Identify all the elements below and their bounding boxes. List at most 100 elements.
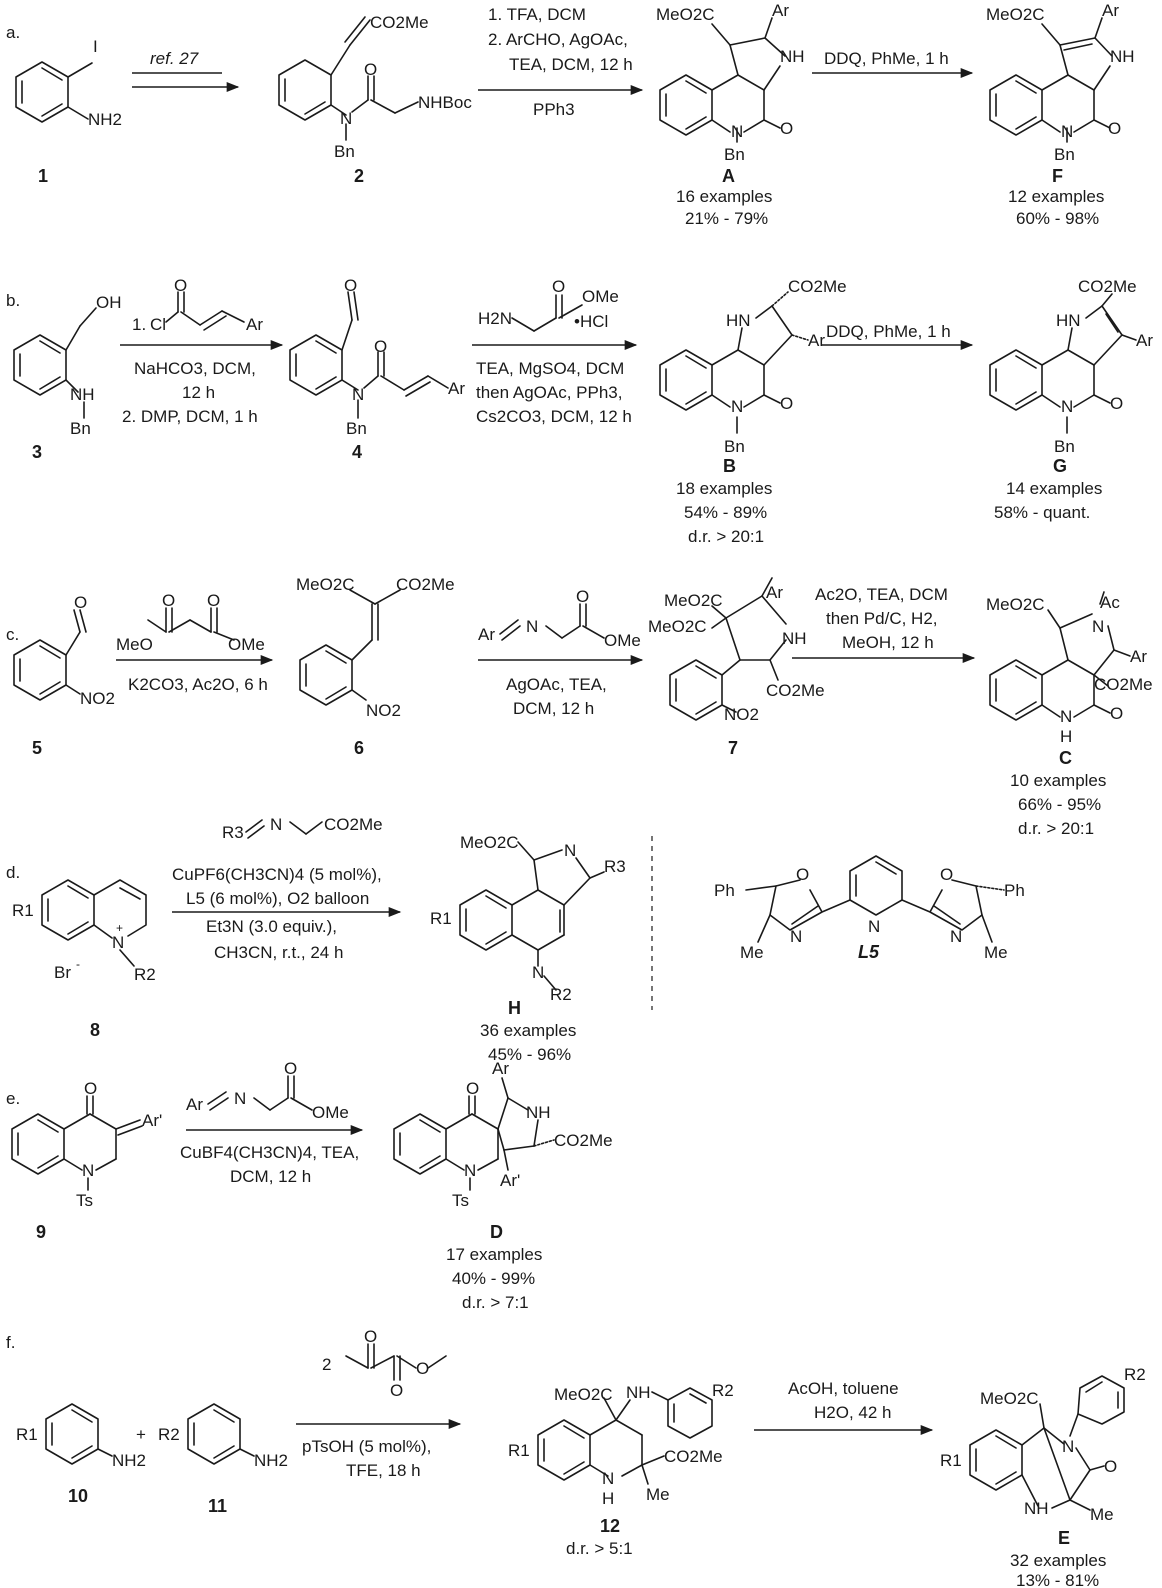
atom-label: Me — [984, 943, 1008, 962]
atom-label: Bn — [346, 419, 367, 438]
product-E-structure: MeO2C R2 N O R1 NH Me — [940, 1365, 1146, 1524]
result-line: 18 examples — [676, 479, 772, 498]
ligand-label: L5 — [858, 942, 880, 962]
reagent-line: Et3N (3.0 equiv.), — [206, 917, 337, 936]
row-label: e. — [6, 1089, 20, 1108]
atom-label: H2N — [478, 309, 512, 328]
compound-number: 2 — [354, 166, 364, 186]
atom-label: NH — [526, 1103, 551, 1122]
atom-label: OH — [96, 293, 122, 312]
atom-label: Ph — [714, 881, 735, 900]
atom-label: R1 — [508, 1441, 530, 1460]
reagent-line: then Pd/C, H2, — [826, 609, 938, 628]
ester-label: MeO2C — [648, 617, 707, 636]
atom-label: NH2 — [254, 1451, 288, 1470]
ester-label: CO2Me — [324, 815, 383, 834]
atom-label: Ts — [76, 1191, 93, 1210]
atom-label: Ar' — [500, 1171, 520, 1190]
compound-12-structure: MeO2C NH R2 R1 CO2Me N H Me — [508, 1381, 734, 1508]
charge-label: + — [116, 921, 123, 935]
ester-label: CO2Me — [788, 277, 847, 296]
reagent-line: CuPF6(CH3CN)4 (5 mol%), — [172, 865, 382, 884]
atom-label: R2 — [158, 1425, 180, 1444]
ester-label: CO2Me — [554, 1131, 613, 1150]
atom-label: Ar — [1102, 1, 1119, 20]
reagent-line: AcOH, toluene — [788, 1379, 899, 1398]
atom-label: N — [1062, 1437, 1074, 1456]
compound-number: 4 — [352, 442, 362, 462]
product-D-structure: O Ar NH CO2Me Ar' N Ts — [393, 1059, 613, 1210]
reagent-line: DCM, 12 h — [230, 1167, 311, 1186]
ligand-L5-structure: O O N N N Ph Ph Me Me — [714, 855, 1025, 962]
imine-reagent-structure: R3 N CO2Me — [222, 815, 383, 842]
atom-label: N — [112, 933, 124, 952]
atom-label: NO2 — [366, 701, 401, 720]
atom-label: O — [344, 276, 357, 295]
row-label: f. — [6, 1333, 15, 1352]
compound-5-structure: O NO2 — [13, 593, 115, 708]
atom-label: O — [796, 865, 809, 884]
atom-label: O — [780, 394, 793, 413]
atom-label: N — [82, 1161, 94, 1180]
reagent-line: TEA, DCM, 12 h — [509, 55, 633, 74]
compound-number: 10 — [68, 1486, 88, 1506]
atom-label: O — [174, 276, 187, 295]
result-line: 45% - 96% — [488, 1045, 571, 1064]
result-line: 60% - 98% — [1016, 209, 1099, 228]
atom-label: Bn — [724, 145, 745, 164]
atom-label: Ar' — [142, 1111, 162, 1130]
reagent-line: DDQ, PhMe, 1 h — [826, 322, 951, 341]
atom-label: N — [234, 1089, 246, 1108]
ester-label: CO2Me — [766, 681, 825, 700]
atom-label: Cl — [150, 315, 166, 334]
compound-number: 3 — [32, 442, 42, 462]
charge-label: - — [76, 957, 80, 971]
ester-label: MeO2C — [656, 5, 715, 24]
atom-label: O — [576, 587, 589, 606]
compound-7-structure: MeO2C MeO2C Ar NH CO2Me NO2 — [648, 577, 825, 724]
ester-label: MeO2C — [554, 1385, 613, 1404]
compound-number: 5 — [32, 738, 42, 758]
atom-label: Bn — [334, 142, 355, 161]
atom-label: Bn — [1054, 437, 1075, 456]
reagent-line: H2O, 42 h — [814, 1403, 892, 1422]
atom-label: Ar — [186, 1095, 203, 1114]
ester-label: MeO2C — [986, 595, 1045, 614]
atom-label: N — [526, 617, 538, 636]
reagent-line: 2. ArCHO, AgOAc, — [488, 30, 628, 49]
ester-label: MeO2C — [296, 575, 355, 594]
ester-label: MeO2C — [986, 5, 1045, 24]
reagent-line: PPh3 — [533, 100, 575, 119]
atom-label: Ts — [452, 1191, 469, 1210]
result-line: 10 examples — [1010, 771, 1106, 790]
atom-label: O — [1110, 704, 1123, 723]
reagent-line: AgOAc, TEA, — [506, 675, 607, 694]
result-line: 66% - 95% — [1018, 795, 1101, 814]
atom-label: NH — [626, 1383, 651, 1402]
reagent-line: NaHCO3, DCM, — [134, 359, 256, 378]
atom-label: O — [1104, 1457, 1117, 1476]
atom-label: Bn — [70, 419, 91, 438]
methyl-pyruvate-structure: 2 O O O — [322, 1327, 447, 1400]
atom-label: NH2 — [88, 110, 122, 129]
atom-label: R1 — [940, 1451, 962, 1470]
product-label: F — [1052, 166, 1063, 186]
atom-label: N — [950, 927, 962, 946]
atom-label: Ar — [492, 1059, 509, 1078]
reagent-line: CH3CN, r.t., 24 h — [214, 943, 343, 962]
compound-2-structure: CO2Me N O NHBoc Bn — [278, 13, 472, 161]
atom-label: NH — [782, 629, 807, 648]
ester-label: CO2Me — [1078, 277, 1137, 296]
result-line: 14 examples — [1006, 479, 1102, 498]
product-label: A — [722, 166, 735, 186]
atom-label: N — [564, 841, 576, 860]
atom-label: MeO — [116, 635, 153, 654]
atom-label: OMe — [582, 287, 619, 306]
row-e: e. O Ar' N Ts 9 Ar — [6, 1059, 613, 1312]
reagent-line: DCM, 12 h — [513, 699, 594, 718]
reagent-line: CuBF4(CH3CN)4, TEA, — [180, 1143, 359, 1162]
atom-label: NH2 — [112, 1451, 146, 1470]
atom-label: N — [532, 963, 544, 982]
atom-label: N — [1060, 707, 1072, 726]
atom-label: O — [390, 1381, 403, 1400]
